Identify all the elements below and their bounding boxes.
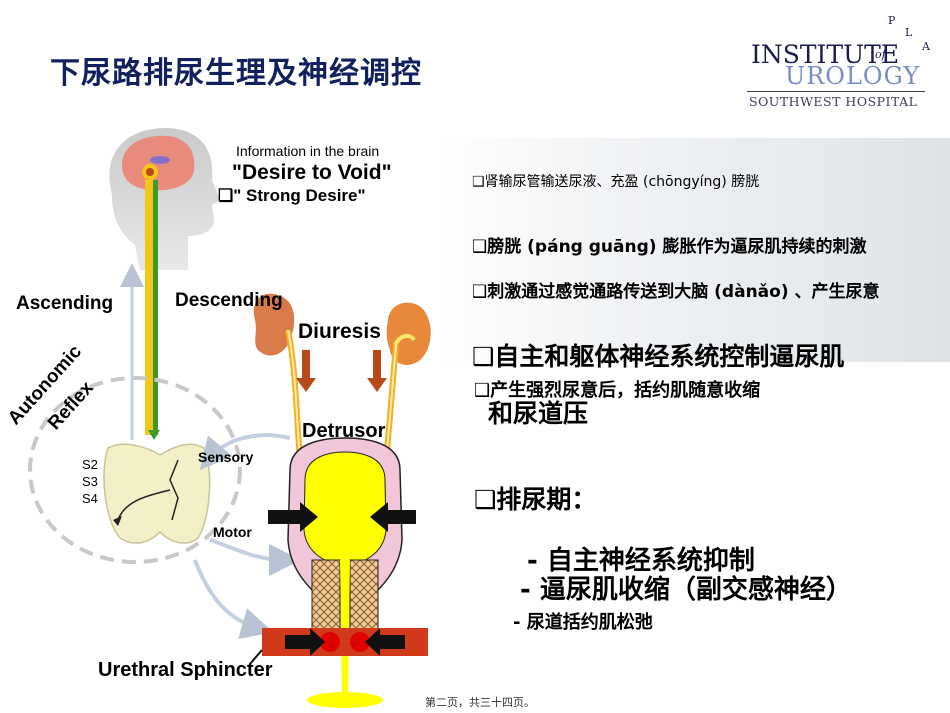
- sub-detrusor-contraction: - 逼尿肌收缩（副交感神经）: [520, 575, 852, 605]
- logo-line-institute: INSTITUTE: [751, 40, 900, 69]
- logo-letter-a: A: [922, 40, 930, 53]
- detrusor-label: Detrusor: [302, 420, 386, 442]
- sub-autonomic-inhibition: - 自主神经系统抑制: [527, 546, 755, 576]
- autonomic-reflex-loop: [28, 376, 242, 564]
- bullet-sphincter-contraction: ❑产生强烈尿意后，括约肌随意收缩: [474, 380, 761, 401]
- institute-logo: P L A INSTITUTE of UROLOGY SOUTHWEST HOS…: [745, 12, 940, 112]
- micturition-diagram: [28, 128, 431, 708]
- ascending-label: Ascending: [16, 293, 114, 314]
- motor-label: Motor: [213, 524, 252, 540]
- sub-sphincter-relaxation: - 尿道括约肌松弛: [513, 612, 653, 633]
- logo-of: of: [875, 48, 886, 61]
- logo-line-hospital: SOUTHWEST HOSPITAL: [749, 94, 918, 109]
- urethral-sphincter-label: Urethral Sphincter: [98, 659, 273, 681]
- bullet-bladder-distension: ❑膀胱 (páng guāng) 膨胀作为逼尿肌持续的刺激: [472, 237, 867, 257]
- logo-line-urology: UROLOGY: [785, 62, 921, 90]
- s3-label: S3: [82, 474, 98, 489]
- strong-desire-label: ❑" Strong Desire": [218, 186, 366, 205]
- bullet-nervous-control: ❑自主和躯体神经系统控制逼尿肌: [472, 342, 845, 371]
- s2-label: S2: [82, 457, 98, 472]
- bullet-kidney-ureter: ❑肾输尿管输送尿液、充盈 (chōngyíng) 膀胱: [472, 174, 760, 190]
- bullet-sensory-pathway: ❑刺激通过感觉通路传送到大脑 (dànǎo) 、产生尿意: [472, 282, 880, 302]
- descending-label: Descending: [175, 290, 283, 311]
- bladder-lumen: [303, 451, 387, 566]
- ascending-pathway: [145, 180, 153, 435]
- desire-to-void-label: "Desire to Void": [232, 161, 392, 184]
- logo-letter-l: L: [905, 26, 913, 39]
- bullet-nervous-control-cont: 和尿道压: [488, 399, 589, 428]
- logo-letter-p: P: [888, 14, 896, 27]
- urethra-muscle-right: [349, 559, 379, 631]
- logo-rule: [747, 91, 925, 92]
- sensory-label: Sensory: [198, 449, 254, 465]
- bullet-voiding-phase: ❑排尿期：: [474, 485, 597, 514]
- left-kidney-icon: [253, 293, 295, 356]
- urethra-muscle-left: [311, 559, 341, 631]
- text-panel-background: [440, 138, 950, 362]
- diuresis-label: Diuresis: [298, 320, 381, 343]
- page-footer: 第二页，共三十四页。: [425, 696, 535, 709]
- descending-pathway: [153, 180, 158, 435]
- slide-title: 下尿路排尿生理及神经调控: [50, 56, 422, 91]
- info-brain-label: Information in the brain: [236, 143, 380, 159]
- s4-label: S4: [82, 491, 98, 506]
